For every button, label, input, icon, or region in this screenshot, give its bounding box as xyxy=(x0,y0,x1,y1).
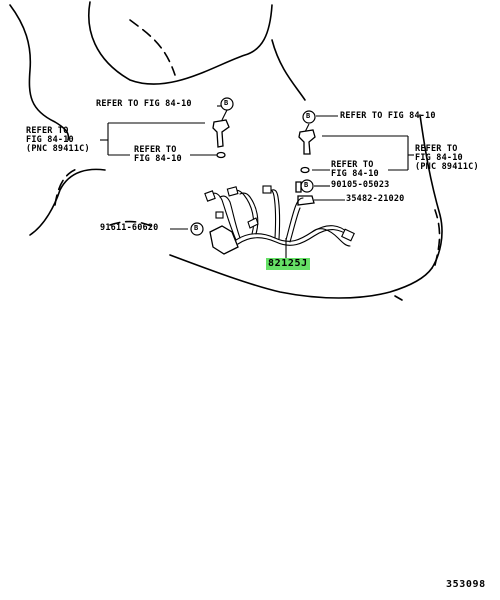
callout-b-letter: B xyxy=(304,181,309,189)
leader-top-left-down xyxy=(221,109,228,121)
harness-connector-2 xyxy=(226,186,239,197)
harness-main-a xyxy=(235,225,349,242)
harness-branch-2b xyxy=(239,192,259,235)
engine-dash-upper xyxy=(129,19,176,76)
o-ring-right xyxy=(300,166,310,174)
engine-dash-left-lower xyxy=(109,220,156,229)
harness-branch-4 xyxy=(285,197,304,241)
sensor-left xyxy=(212,119,230,148)
label-refer-top-right: REFER TO FIG 84-10 xyxy=(340,111,436,121)
label-refer-left-block: REFER TO FIG 84-10 (PNC 89411C) xyxy=(26,126,90,154)
engine-outline-left xyxy=(9,4,70,141)
callout-b-top-left xyxy=(220,97,234,111)
connector-91611 xyxy=(209,225,239,255)
harness-connector-4 xyxy=(215,211,224,219)
label-refer-top-left: REFER TO FIG 84-10 xyxy=(96,99,192,109)
harness-branch-4b xyxy=(289,207,301,243)
label-refer-right-block: REFER TO FIG 84-10 (PNC 89411C) xyxy=(415,144,479,172)
harness-to-plug xyxy=(311,228,351,247)
harness-connector-5 xyxy=(341,228,355,242)
callout-b-letter: B xyxy=(224,99,229,107)
callout-b-letter: B xyxy=(194,224,199,232)
clamp-35482 xyxy=(297,195,315,206)
harness-clip xyxy=(247,217,259,229)
callout-b-91611 xyxy=(190,222,204,236)
callout-b-top-right xyxy=(302,110,316,124)
label-refer-right-inner: REFER TO FIG 84-10 xyxy=(331,160,379,179)
harness-branch-3b xyxy=(271,189,281,240)
label-refer-left-inner: REFER TO FIG 84-10 xyxy=(134,145,182,164)
label-part-91611: 91611-60620 xyxy=(100,223,159,233)
label-part-35482: 35482-21020 xyxy=(346,194,405,204)
harness-connector-3 xyxy=(262,185,272,194)
bolt-90105 xyxy=(295,181,302,193)
label-part-82125: 82125J xyxy=(266,258,310,270)
engine-bottom-tick xyxy=(394,295,403,301)
o-ring-left xyxy=(216,151,226,159)
engine-outline-top xyxy=(88,1,273,85)
harness-main-b xyxy=(237,229,350,246)
callout-b-letter: B xyxy=(306,112,311,120)
harness-branch-1b xyxy=(219,195,241,239)
engine-outline-right xyxy=(419,114,443,269)
engine-outline-top-right xyxy=(271,39,306,101)
engine-outline-bottom xyxy=(169,254,433,299)
sensor-right xyxy=(298,129,316,155)
harness-branch-3 xyxy=(265,188,277,239)
figure-number: 353098 xyxy=(446,579,486,590)
engine-dash-right xyxy=(434,209,441,266)
label-part-90105: 90105-05023 xyxy=(331,180,390,190)
harness-connector-1 xyxy=(204,190,216,202)
engine-dash-left xyxy=(54,167,81,206)
engine-outline-left-lower xyxy=(29,168,106,236)
